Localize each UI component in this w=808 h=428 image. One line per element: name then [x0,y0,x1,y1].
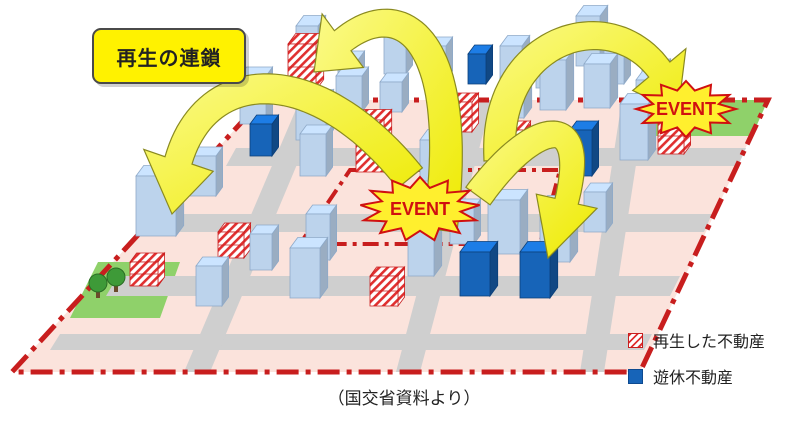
legend: 再生した不動産 遊休不動産 [628,328,804,400]
building [195,255,230,308]
building [289,236,329,300]
idle-building [249,113,280,158]
source-caption: （国交省資料より） [327,389,481,409]
building-front [289,247,321,299]
building-front [619,103,649,161]
idle-building [459,240,499,298]
event-label-center: EVENT [390,199,450,219]
building-front [379,81,403,113]
title-box: 再生の連鎖 [92,28,246,84]
arrow-center-to-right [483,20,687,162]
arrow-center-to-top-left [313,8,463,233]
idle-swatch-icon [628,368,643,384]
building-front [459,251,491,297]
building [583,181,614,234]
building-front [249,123,273,157]
idle-building [467,43,494,86]
building-front [299,133,327,177]
legend-row-idle: 遊休不動産 [628,364,804,388]
legend-label-idle: 遊休不動産 [653,368,734,387]
regenerated-building [369,265,406,308]
regeneration-arrows [142,8,687,260]
building [299,123,334,178]
regenerated-swatch-icon [628,332,643,348]
arrow-center-to-bottom-right [465,120,599,260]
event-burst-right: EVENT [632,79,740,139]
legend-row-regenerated: 再生した不動産 [628,328,804,352]
legend-label-regenerated: 再生した不動産 [653,332,766,351]
building-roof [369,266,406,277]
building-front [195,265,223,307]
building-front [583,63,611,109]
building-front [519,251,551,299]
regenerated-building [129,251,166,288]
building [583,52,619,110]
event-label-right: EVENT [656,99,716,119]
event-burst-center: EVENT [360,175,480,242]
arrow-center-to-left [142,73,424,216]
regenerated-building [217,221,252,260]
building [379,71,410,114]
building-front [467,53,487,85]
building [249,223,280,272]
building [619,92,657,162]
building-roof [129,252,166,263]
building-front [249,233,273,271]
trees [88,267,126,298]
